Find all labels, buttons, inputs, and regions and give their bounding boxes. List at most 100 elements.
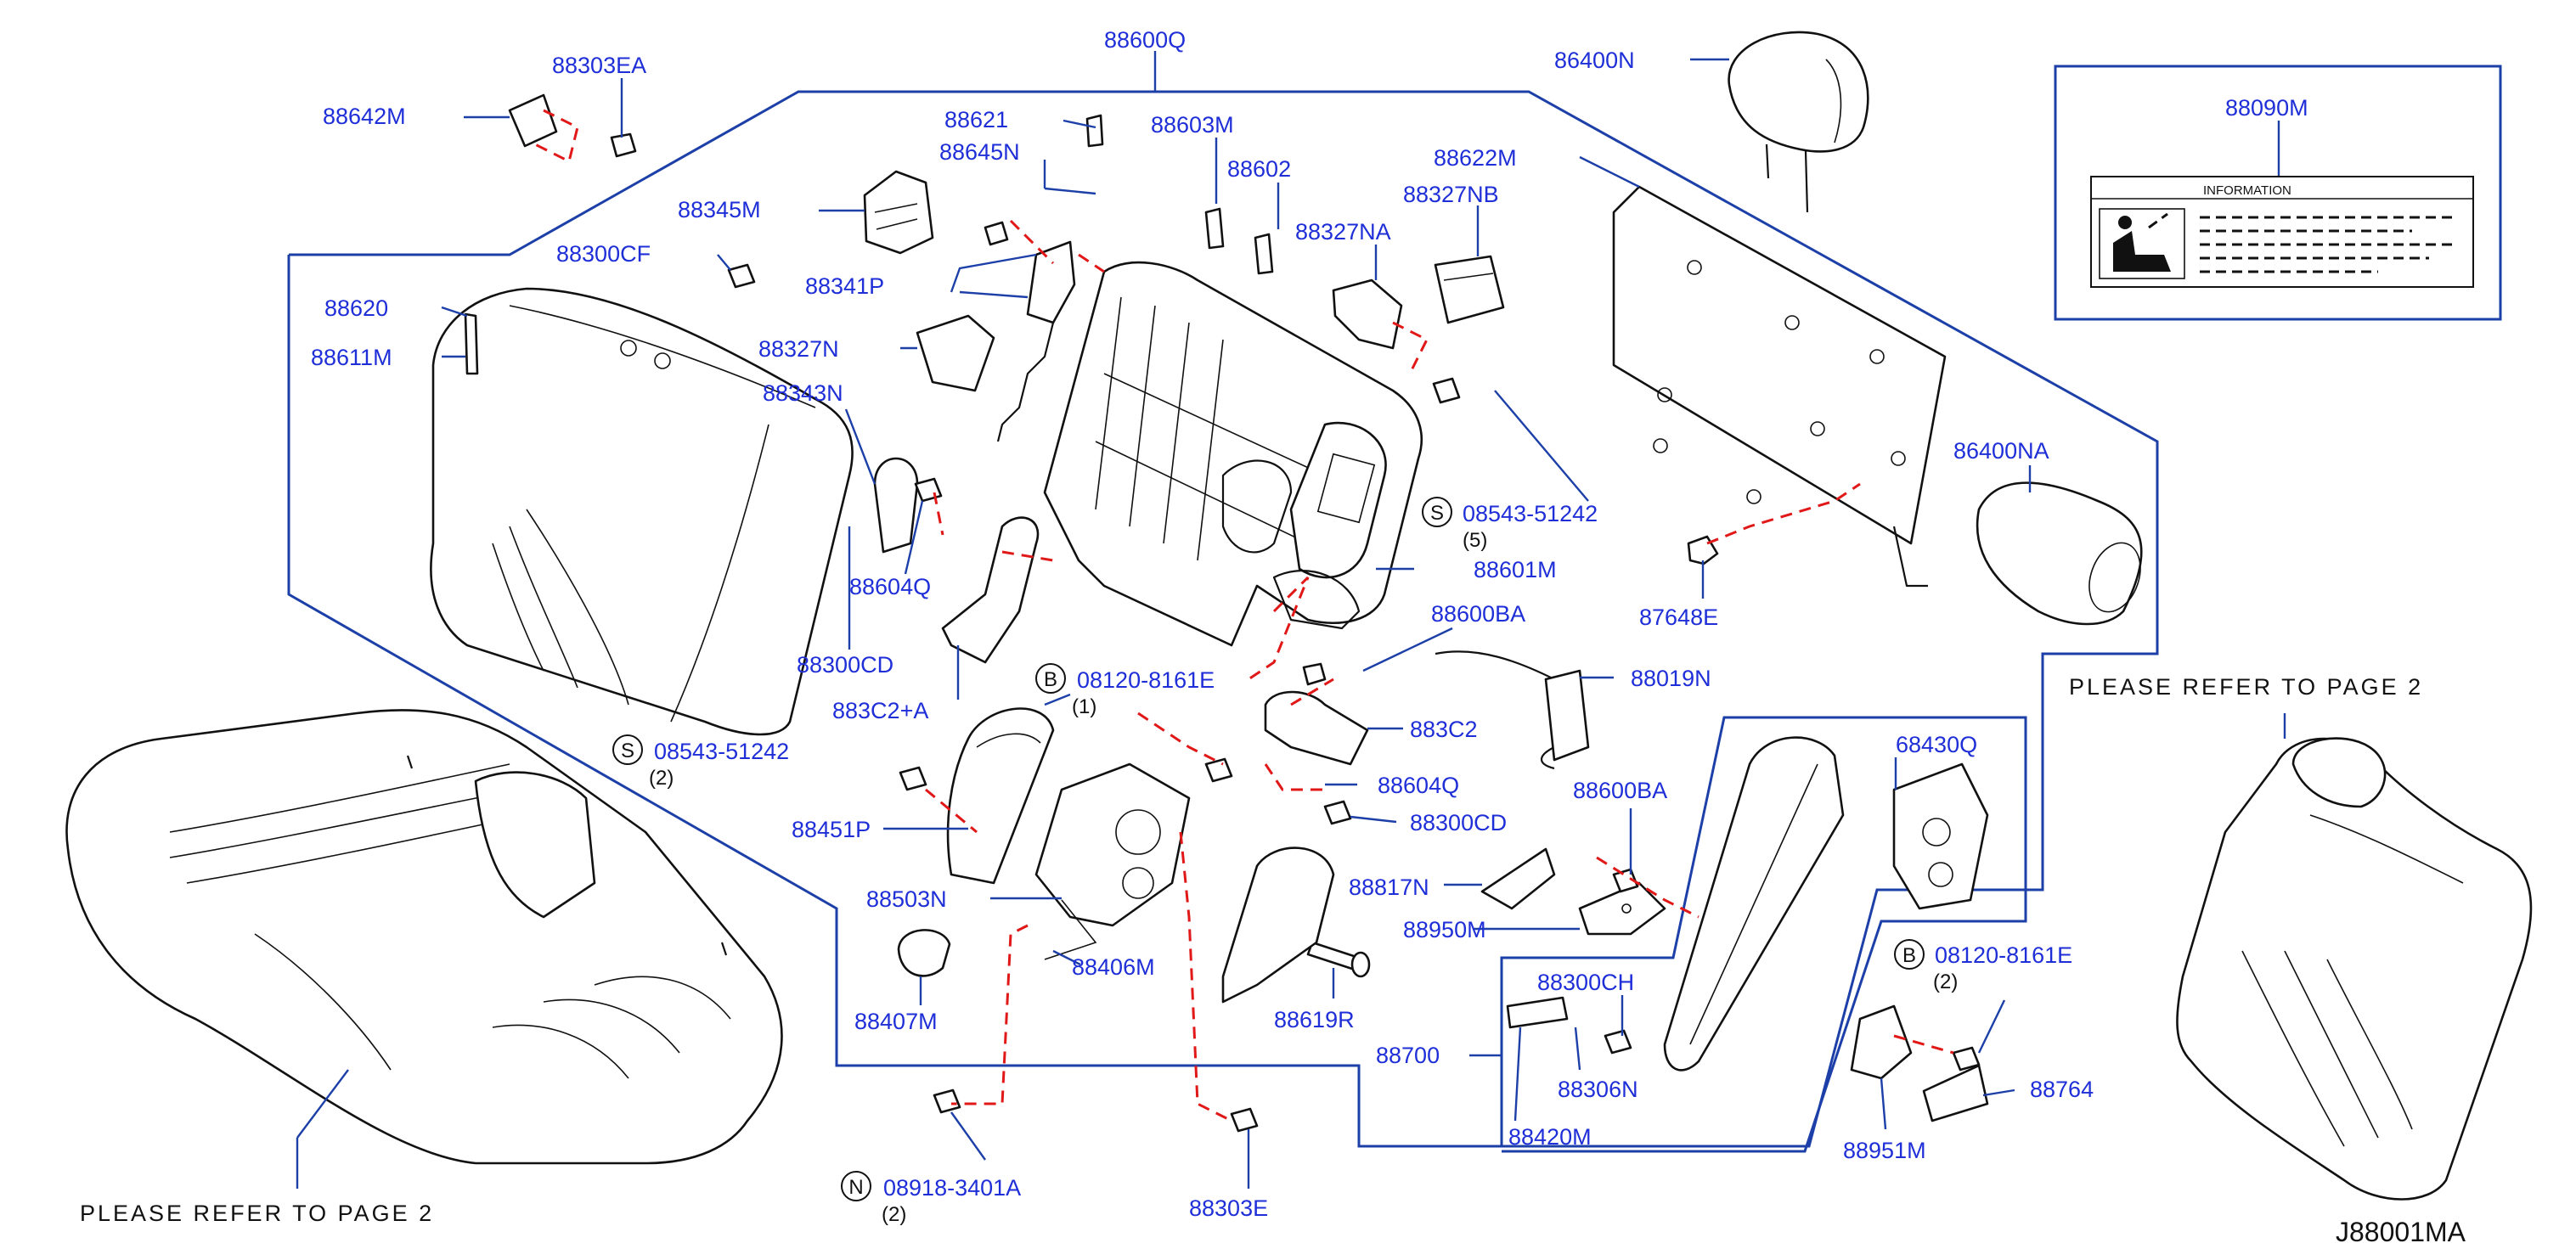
callout-88620: 88620 xyxy=(324,295,388,321)
callout-88341P: 88341P xyxy=(805,273,884,299)
headrest-icon xyxy=(1728,31,1869,213)
callout-88019N: 88019N xyxy=(1631,666,1711,691)
callout-88306N: 88306N xyxy=(1558,1077,1638,1102)
bracket-88420M-icon xyxy=(1506,996,1569,1029)
svg-text:(2): (2) xyxy=(882,1203,906,1226)
striker-68430Q-icon xyxy=(1892,762,1989,910)
svg-text:N: N xyxy=(848,1176,863,1199)
callout-883C2A: 883C2+A xyxy=(832,698,928,723)
callout-88619R: 88619R xyxy=(1274,1007,1355,1032)
hook-88343N-icon xyxy=(873,457,919,554)
side-support-icon xyxy=(1663,736,1845,1072)
svg-text:B: B xyxy=(1902,944,1916,967)
callout-88611M: 88611M xyxy=(311,345,392,370)
bracket-88300CD-icon xyxy=(941,516,1040,664)
callout-88601M: 88601M xyxy=(1474,557,1557,582)
group-outline-side-support xyxy=(1500,716,2027,1153)
callout-88300CF: 88300CF xyxy=(556,241,651,267)
callout-88642M: 88642M xyxy=(323,104,406,129)
rear-board-icon xyxy=(1612,185,1947,588)
callout-88406M: 88406M xyxy=(1072,954,1155,980)
svg-text:B: B xyxy=(1044,668,1057,691)
callout-86400NA: 86400NA xyxy=(1953,438,2049,464)
bolt-icon xyxy=(610,114,1981,1133)
fastener-callout-b-2: B 08120-8161E (2) xyxy=(1894,939,2072,993)
svg-text:08543-51242: 08543-51242 xyxy=(1463,501,1598,526)
fastener-callout-n-1: N 08918-3401A (2) xyxy=(841,1171,1021,1226)
callout-88327NA: 88327NA xyxy=(1295,219,1391,245)
callout-88503N: 88503N xyxy=(866,886,947,912)
callout-88700: 88700 xyxy=(1376,1043,1440,1068)
seat-cushion-icon xyxy=(65,709,783,1165)
callout-88407M: 88407M xyxy=(854,1009,938,1034)
svg-text:(2): (2) xyxy=(649,767,674,790)
cover-883C2-icon xyxy=(1264,690,1369,766)
callout-88600BA-b: 88600BA xyxy=(1573,778,1667,803)
bracket-88951M-icon xyxy=(1850,1004,1913,1080)
callout-88817N: 88817N xyxy=(1349,875,1429,900)
cover-88764-icon xyxy=(1922,1064,1989,1122)
svg-text:08543-51242: 08543-51242 xyxy=(654,739,789,764)
cover-88327NA-icon xyxy=(1332,278,1403,350)
callout-88764: 88764 xyxy=(2030,1077,2094,1102)
fastener-dashes xyxy=(925,219,1954,1122)
fastener-callout-s-2: S 08543-51242 (2) xyxy=(612,734,789,790)
cover-88817N-icon xyxy=(1480,847,1556,910)
seat-frame-icon xyxy=(1043,261,1423,647)
callout-88343N: 88343N xyxy=(763,380,843,406)
callout-883C2: 883C2 xyxy=(1410,717,1478,742)
callout-88300CD-b: 88300CD xyxy=(1410,810,1507,835)
svg-text:08120-8161E: 08120-8161E xyxy=(1935,942,2072,968)
callout-88090M: 88090M xyxy=(2225,95,2308,121)
info-label-header: INFORMATION xyxy=(2203,183,2291,198)
leader-lines xyxy=(296,51,2286,1189)
callout-88327NB: 88327NB xyxy=(1403,182,1499,207)
callout-88327N: 88327N xyxy=(758,336,839,362)
callout-88604Q-a: 88604Q xyxy=(849,574,931,599)
svg-text:(5): (5) xyxy=(1463,529,1487,552)
cover-88327NB-icon xyxy=(1434,255,1505,324)
callout-88303E: 88303E xyxy=(1189,1195,1268,1221)
callout-88451P: 88451P xyxy=(792,817,871,842)
knob-88407M-icon xyxy=(897,929,951,977)
latch-cover-88451P-icon xyxy=(946,707,1055,885)
callout-88603M: 88603M xyxy=(1151,112,1234,138)
pin-88619R-icon xyxy=(1306,941,1371,978)
callout-88951M: 88951M xyxy=(1843,1138,1926,1163)
svg-text:S: S xyxy=(621,740,634,762)
info-label-box: INFORMATION xyxy=(2054,65,2502,321)
info-label-text-lines xyxy=(2200,216,2455,273)
callout-88604Q-b: 88604Q xyxy=(1378,773,1459,798)
seat-assembly-right-icon xyxy=(2176,737,2533,1201)
callout-88600BA-a: 88600BA xyxy=(1431,601,1525,627)
hinge-88642M-icon xyxy=(508,93,579,164)
refer-note-left: PLEASE REFER TO PAGE 2 xyxy=(80,1201,434,1226)
callout-88602: 88602 xyxy=(1227,156,1291,182)
callout-88420M: 88420M xyxy=(1508,1124,1592,1150)
fastener-callout-s-1: S 08543-51242 (5) xyxy=(1422,497,1598,552)
svg-text:(1): (1) xyxy=(1072,695,1096,718)
svg-text:08120-8161E: 08120-8161E xyxy=(1077,667,1215,693)
fastener-callout-b-1: B 08120-8161E (1) xyxy=(1035,663,1215,718)
armrest-icon xyxy=(1976,481,2143,626)
svg-text:S: S xyxy=(1430,502,1444,525)
callout-88600Q: 88600Q xyxy=(1104,27,1186,53)
refer-note-right: PLEASE REFER TO PAGE 2 xyxy=(2069,674,2423,700)
seat-pictogram-icon xyxy=(2099,208,2185,279)
callout-88622M: 88622M xyxy=(1434,145,1517,171)
callout-88300CH: 88300CH xyxy=(1537,970,1634,995)
seat-back-pad-icon xyxy=(430,287,854,736)
callout-88645N: 88645N xyxy=(939,139,1020,165)
svg-text:(2): (2) xyxy=(1933,970,1958,993)
callout-88621: 88621 xyxy=(944,107,1008,132)
diagram-code: J88001MA xyxy=(2336,1217,2466,1247)
callout-87648E: 87648E xyxy=(1639,605,1718,630)
plate-88345M-icon xyxy=(863,170,934,255)
callout-88950M: 88950M xyxy=(1403,917,1486,942)
side-cover-88406M-icon xyxy=(1221,847,1335,1004)
cover-88327N-icon xyxy=(916,314,995,392)
latch-bracket-88341P-icon xyxy=(996,240,1076,442)
callout-88300CD-a: 88300CD xyxy=(797,652,893,678)
svg-text:08918-3401A: 08918-3401A xyxy=(883,1175,1021,1201)
